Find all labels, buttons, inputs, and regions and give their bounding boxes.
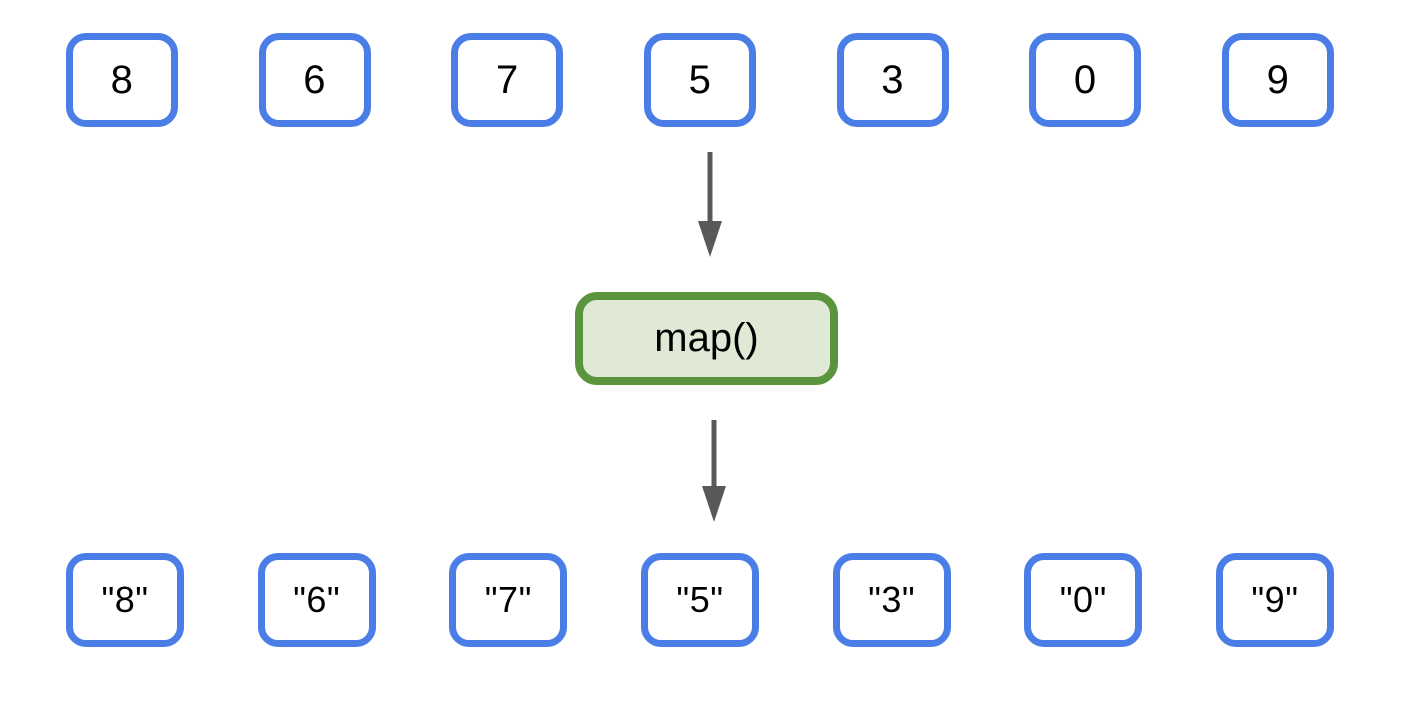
input-array-cell: 5 — [643, 33, 756, 127]
input-array-cell: 8 — [66, 33, 178, 127]
output-array-cell: "3" — [832, 553, 951, 647]
input-array-cell: 3 — [836, 33, 949, 127]
input-array-cell: 7 — [451, 33, 564, 127]
output-array-cell: "6" — [257, 553, 376, 647]
output-array-row: "8" "6" "7" "5" "3" "0" "9" — [66, 553, 1334, 647]
input-array-row: 8 6 7 5 3 0 9 — [66, 33, 1334, 127]
input-array-cell: 0 — [1029, 33, 1142, 127]
map-function-box: map() — [575, 292, 838, 385]
output-array-cell: "0" — [1024, 553, 1143, 647]
output-array-cell: "7" — [449, 553, 568, 647]
arrow-down-icon — [698, 152, 722, 257]
output-array-cell: "8" — [66, 553, 184, 647]
output-array-cell: "5" — [640, 553, 759, 647]
output-array-cell: "9" — [1215, 553, 1334, 647]
input-array-cell: 6 — [258, 33, 371, 127]
arrow-down-icon — [702, 420, 726, 522]
input-array-cell: 9 — [1221, 33, 1334, 127]
